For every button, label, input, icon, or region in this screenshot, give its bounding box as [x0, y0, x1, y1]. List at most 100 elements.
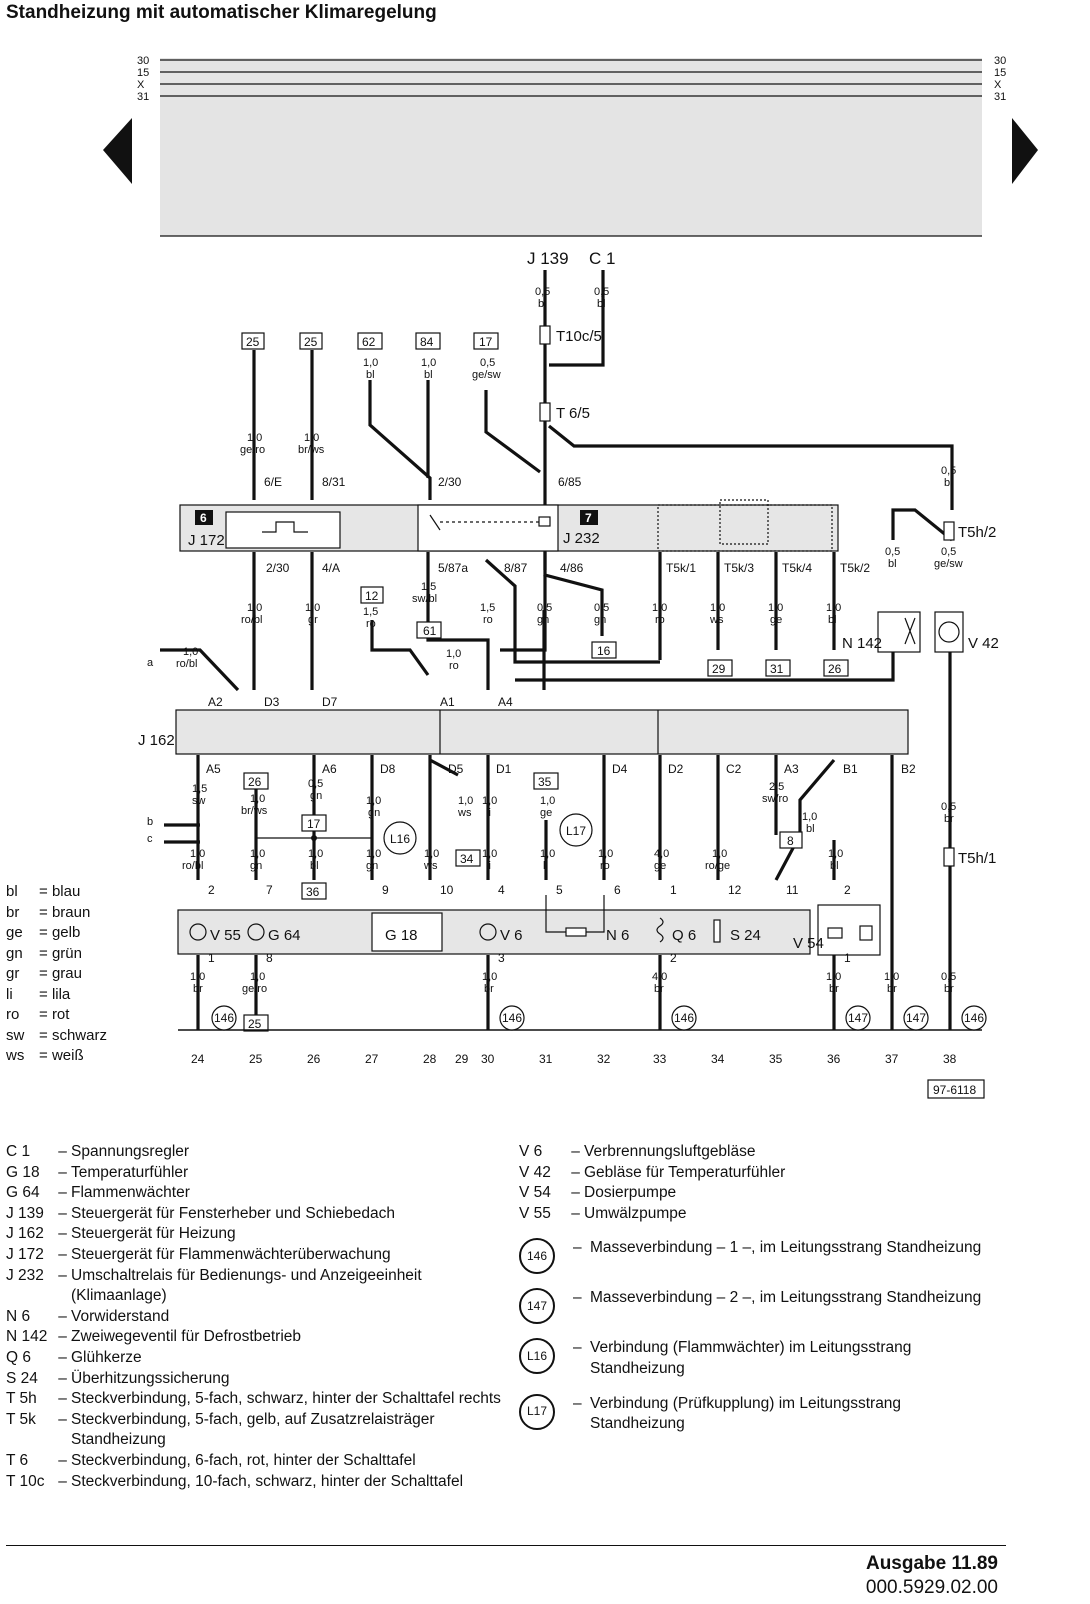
ref-box: 62 — [362, 335, 376, 349]
color-name: blau — [51, 883, 81, 900]
svg-text:ro/bl: ro/bl — [176, 658, 197, 670]
ref-box: 34 — [460, 852, 474, 866]
ref-box: 8 — [787, 834, 794, 848]
power-rails — [160, 59, 982, 237]
svg-text:0,5: 0,5 — [941, 546, 956, 558]
glow-plug-icon — [656, 917, 664, 943]
legend-entry: J 232–Umschaltrelais für Bedienungs- und… — [6, 1266, 506, 1307]
track-numbers: 24 25 26 27 28 29 30 31 32 33 34 35 36 3… — [191, 1052, 957, 1066]
ground-symbol: L17 — [519, 1393, 555, 1430]
svg-text:1,0: 1,0 — [482, 795, 497, 807]
svg-text:bl: bl — [806, 823, 815, 835]
svg-text:4,0: 4,0 — [654, 848, 669, 860]
resistor-icon — [565, 927, 587, 937]
module-number-badge — [195, 510, 213, 525]
ref-box: 26 — [828, 662, 842, 676]
svg-text:1,5: 1,5 — [480, 602, 495, 614]
svg-text:27: 27 — [365, 1052, 379, 1066]
svg-text:A4: A4 — [498, 695, 513, 709]
svg-text:D7: D7 — [322, 695, 338, 709]
next-page-arrow-icon[interactable] — [1012, 118, 1038, 184]
connector-grid-icon — [719, 499, 769, 545]
module-number: 6 — [200, 511, 207, 525]
ground-symbol: L16 — [519, 1338, 555, 1375]
svg-text:ge: ge — [654, 860, 666, 872]
component-code: Q 6 — [6, 1348, 31, 1366]
svg-text:1: 1 — [670, 883, 677, 897]
component-desc: Vorwiderstand — [71, 1307, 170, 1325]
svg-text:ro: ro — [483, 614, 493, 626]
heater-unit — [177, 909, 811, 955]
previous-page-arrow-icon[interactable] — [103, 118, 132, 184]
page-title: Standheizung mit automatischer Klimarege… — [6, 2, 437, 23]
svg-text:5: 5 — [556, 883, 563, 897]
component-desc: Steuergerät für Heizung — [71, 1225, 236, 1243]
wire-spec: ge/ro — [240, 444, 265, 456]
n142-valve — [877, 611, 921, 653]
connector-icon — [943, 521, 955, 541]
color-name: lila — [51, 985, 71, 1003]
rail-label: 15 — [137, 67, 149, 79]
svg-text:0,5: 0,5 — [941, 801, 956, 813]
svg-text:C2: C2 — [726, 762, 742, 776]
component-desc: Steckverbindung, 5-fach, schwarz, hinter… — [71, 1390, 501, 1408]
svg-text:1,0: 1,0 — [366, 795, 381, 807]
ground-desc: Verbindung (Prüfkupplung) im Leitungsstr… — [590, 1394, 902, 1433]
svg-text:br: br — [484, 983, 494, 995]
component-legend-right: V 6–Verbrennungsluftgebläse V 42–Gebläse… — [519, 1142, 999, 1435]
pin-label: 4/86 — [560, 561, 584, 575]
svg-text:li: li — [543, 860, 548, 872]
pulse-symbol-icon — [262, 521, 308, 533]
wire-spec: 1,0 — [421, 357, 436, 369]
module-label-v42: V 42 — [968, 635, 999, 652]
svg-text:30: 30 — [481, 1052, 495, 1066]
connection-label: L16 — [390, 832, 410, 846]
solenoid-icon — [859, 925, 873, 941]
svg-text:bl: bl — [944, 477, 953, 489]
figure-id-box — [927, 1079, 985, 1099]
svg-text:1,0: 1,0 — [190, 848, 205, 860]
component-desc: Flammenwächter — [71, 1184, 190, 1202]
ref-box: 26 — [248, 775, 262, 789]
ground-circle-label: 146 — [502, 1011, 522, 1025]
component-code: V 54 — [519, 1184, 551, 1202]
pin-label: T5k/2 — [840, 561, 870, 575]
part-label-j139: J 139 — [527, 249, 569, 268]
svg-text:4: 4 — [498, 883, 505, 897]
wire-spec: bl — [538, 298, 547, 310]
svg-text:A1: A1 — [440, 695, 455, 709]
j172-module — [225, 511, 341, 549]
color-code: ro — [6, 1006, 20, 1023]
component-code: T 5k — [6, 1410, 36, 1428]
pin-label: 5/87a — [438, 561, 468, 575]
wire — [368, 380, 432, 500]
ground-circle-label: 146 — [674, 1011, 694, 1025]
wire-spec: 1,0 — [247, 432, 262, 444]
svg-text:25: 25 — [249, 1052, 263, 1066]
svg-text:1,0: 1,0 — [598, 848, 613, 860]
svg-text:24: 24 — [191, 1052, 205, 1066]
wire-spec: br/ws — [298, 444, 325, 456]
legend-entry: V 42–Gebläse für Temperaturfühler — [519, 1163, 999, 1184]
wire — [484, 390, 541, 474]
component-label-g64: G 64 — [268, 927, 301, 944]
connector-label-t5h1: T5h/1 — [958, 850, 996, 867]
component-legend-left: C 1–Spannungsregler G 18–Temperaturfühle… — [6, 1142, 506, 1492]
component-label-v55: V 55 — [210, 927, 241, 944]
svg-text:1,5: 1,5 — [363, 606, 378, 618]
ref-box: 84 — [420, 335, 434, 349]
edition-label: Ausgabe 11.89 — [865, 1553, 998, 1574]
mid-wire-specs: 1,0ro/bl 1,0gr 1,5ro 1,5sw/bl 1,5ro 0,5g… — [176, 465, 963, 672]
j162-pins-top: A2 D3 D7 A1 A4 — [208, 695, 513, 709]
svg-text:gn: gn — [594, 614, 606, 626]
legend-entry: N 6–Vorwiderstand — [6, 1307, 506, 1328]
svg-text:0,5: 0,5 — [308, 778, 323, 790]
component-label-n6: N 6 — [606, 927, 629, 944]
ground-circle-label: 146 — [214, 1011, 234, 1025]
j162-control-unit — [175, 709, 909, 755]
ground-symbol: 146 — [519, 1238, 555, 1275]
svg-text:br: br — [654, 983, 664, 995]
rail-label: 31 — [137, 91, 149, 103]
svg-text:li: li — [486, 860, 491, 872]
component-desc: Temperaturfühler — [71, 1163, 189, 1181]
